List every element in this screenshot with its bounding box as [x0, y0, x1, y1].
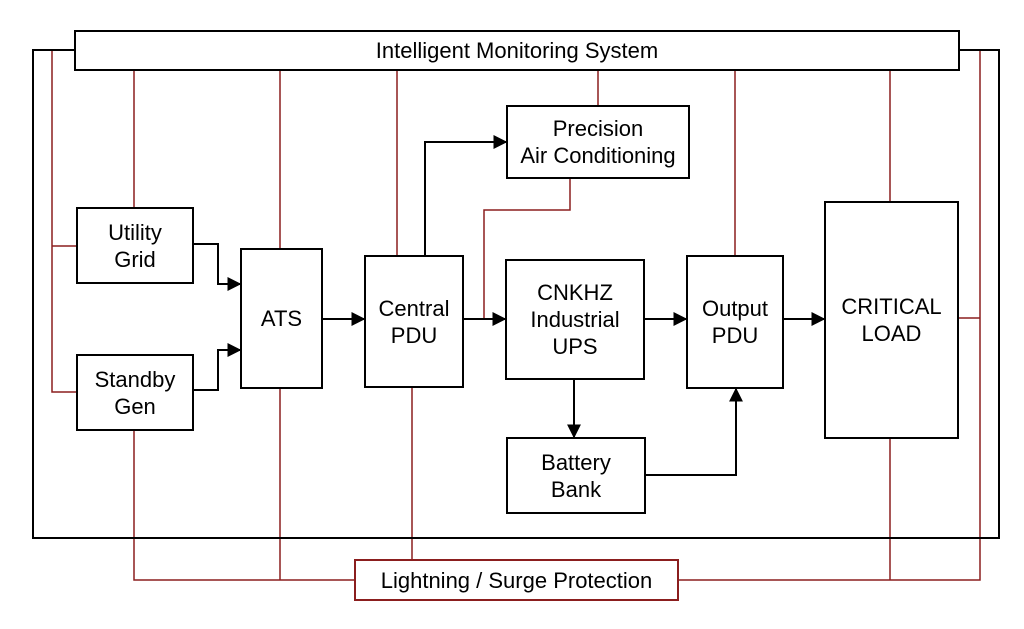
precision-ac-label-line1: Precision — [552, 116, 644, 141]
battery-bank-label-line2: Bank — [550, 476, 602, 502]
power-flow-arrows — [193, 135, 826, 476]
standby-gen-label-line1: Standby — [94, 366, 176, 392]
intelligent-monitoring-system-box: Intelligent Monitoring System — [74, 30, 960, 71]
ats-box: ATS — [240, 248, 323, 389]
standby-gen-label-line2: Gen — [114, 393, 156, 419]
output-pdu-label-line1: Output — [701, 296, 769, 321]
precision-air-conditioning-box: Precision Air Conditioning — [506, 105, 690, 179]
lightning-surge-protection-box: Lightning / Surge Protection — [354, 559, 679, 601]
output-pdu-label-line2: PDU — [711, 323, 759, 348]
critical-load-label-line1: CRITICAL — [841, 294, 942, 319]
battery-bank-box: Battery Bank — [506, 437, 646, 514]
utility-grid-box: Utility Grid — [76, 207, 194, 284]
ats-label: ATS — [260, 306, 303, 331]
ups-label-line3: UPS — [552, 334, 598, 359]
standby-gen-box: Standby Gen — [76, 354, 194, 431]
utility-grid-label-line1: Utility — [108, 219, 162, 245]
output-pdu-box: Output PDU — [686, 255, 784, 389]
ups-box: CNKHZ Industrial UPS — [505, 259, 645, 380]
critical-load-box: CRITICAL LOAD — [824, 201, 959, 439]
ups-label-line1: CNKHZ — [537, 280, 613, 305]
outer-frame — [32, 49, 1000, 539]
surge-protection-label: Lightning / Surge Protection — [380, 567, 653, 593]
precision-ac-label-line2: Air Conditioning — [520, 143, 676, 168]
monitoring-label: Intelligent Monitoring System — [375, 38, 659, 63]
battery-bank-label-line1: Battery — [541, 449, 611, 475]
central-pdu-label-line1: Central — [378, 295, 450, 321]
critical-load-label-line2: LOAD — [861, 321, 922, 346]
central-pdu-label-line2: PDU — [390, 322, 438, 348]
central-pdu-box: Central PDU — [364, 255, 464, 388]
ups-label-line2: Industrial — [530, 307, 620, 332]
utility-grid-label-line2: Grid — [114, 246, 156, 272]
